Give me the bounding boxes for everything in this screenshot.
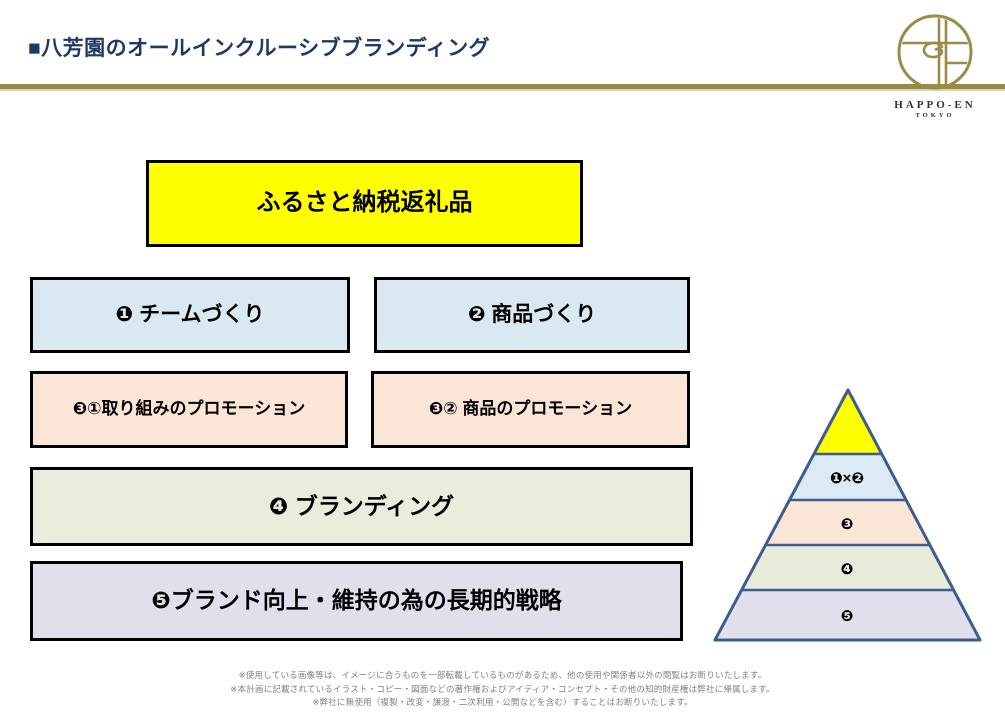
disclaimer-line-3: ※弊社に無使用（複製・改変・譲渡・二次利用・公開などを含む）することはお断りいた…	[312, 697, 693, 707]
box-product-promotion: ❸② 商品のプロモーション	[371, 371, 690, 448]
pyramid-diagram: ❶×❷ ❸ ❹ ❺	[709, 386, 985, 649]
pyramid-label-4: ❹	[841, 561, 854, 578]
logo-brand-text: HAPPO-EN	[894, 99, 976, 111]
disclaimer-line-2: ※本計画に記載されているイラスト・コピー・図面などの著作権およびアイディア・コン…	[230, 683, 775, 694]
box-team-building: ❶ チームづくり	[30, 277, 350, 353]
disclaimer-line-1: ※使用している画像等は、イメージに合うものを一部転載しているものがあるため、他の…	[238, 670, 767, 680]
box-product-making: ❷ 商品づくり	[374, 277, 690, 353]
box-initiative-promotion: ❸①取り組みのプロモーション	[30, 371, 348, 448]
pyramid-label-1x2: ❶×❷	[830, 470, 864, 487]
furusato-tax-gift-box: ふるさと納税返礼品	[146, 160, 583, 247]
pyramid-layer-5	[715, 590, 980, 640]
page-title: ■八芳園のオールインクルーシブブランディング	[28, 37, 491, 60]
logo-sub-text: TOKYO	[915, 112, 955, 119]
footer-disclaimer: ※使用している画像等は、イメージに合うものを一部転載しているものがあるため、他の…	[0, 669, 1005, 710]
pyramid-label-5: ❺	[841, 608, 854, 625]
box-branding: ❹ ブランディング	[30, 467, 693, 546]
pyramid-layer-top	[715, 390, 980, 454]
pyramid-label-3: ❸	[841, 516, 854, 533]
divider-rule	[0, 84, 1005, 91]
box-longterm-strategy: ❺ブランド向上・維持の為の長期的戦略	[30, 561, 683, 641]
happoen-logo: HAPPO-EN TOKYO	[887, 12, 983, 119]
happoen-logo-icon	[895, 12, 975, 97]
